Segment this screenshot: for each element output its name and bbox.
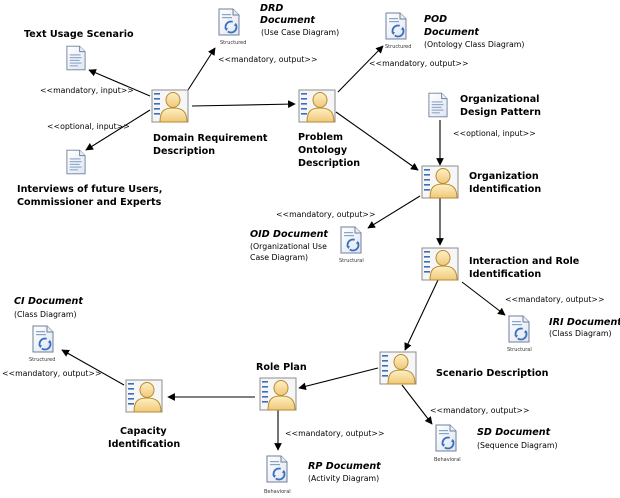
document-title: RP Document: [308, 461, 381, 472]
activity-scenario-description[interactable]: Scenario Description: [379, 351, 549, 385]
document-icon: [508, 315, 530, 343]
document-icon: [385, 12, 407, 40]
activity-label: Problem Ontology Description: [298, 132, 360, 169]
document-title: CI Document: [14, 296, 83, 307]
activity-role-plan[interactable]: Role Plan: [256, 362, 307, 411]
activity-capacity-identification[interactable]: Capacity Identification: [108, 379, 180, 450]
document-icon: [266, 455, 288, 483]
label-iri-output: <<mandatory, output>>: [505, 295, 605, 304]
document-title: OID Document: [250, 229, 328, 240]
document-title: POD Document: [424, 14, 479, 38]
document-drd[interactable]: Structured DRD Document (Use Case Diagra…: [218, 3, 339, 46]
activity-organization-identification[interactable]: Organization Identification: [421, 165, 542, 199]
edge-capacity-to-ci: [61, 349, 125, 386]
activity-icon: [259, 377, 297, 411]
document-subtitle: (Use Case Diagram): [261, 28, 339, 37]
document-interviews[interactable]: Interviews of future Users, Commissioner…: [17, 149, 166, 208]
flow-labels: <<mandatory, input>> <<optional, input>>…: [2, 55, 605, 438]
document-title: SD Document: [477, 427, 551, 438]
edge-domain-to-problem: [191, 100, 296, 108]
label-pattern-input: <<optional, input>>: [453, 129, 536, 138]
document-subtitle: (Ontology Class Diagram): [424, 40, 524, 49]
label-ci-output: <<mandatory, output>>: [2, 369, 102, 378]
document-ci[interactable]: CI Document (Class Diagram) Structured: [14, 296, 83, 363]
edge-domain-to-drd: [187, 47, 216, 91]
activity-label: Domain Requirement Description: [153, 133, 271, 157]
edge-problem-to-organization: [335, 111, 419, 171]
label-interviews-input: <<optional, input>>: [47, 122, 130, 131]
document-icon: [66, 149, 86, 175]
edge-domain-to-text-usage: [88, 69, 151, 97]
document-rp[interactable]: Behavioral RP Document (Activity Diagram…: [264, 455, 381, 495]
flow-edges: [61, 45, 506, 451]
edge-organization-to-oid: [367, 195, 421, 229]
document-subtitle: (Activity Diagram): [308, 474, 379, 483]
document-stereotype: Behavioral: [434, 457, 461, 463]
label-drd-output: <<mandatory, output>>: [218, 55, 318, 64]
document-oid[interactable]: Structural OID Document (Organizational …: [250, 226, 364, 264]
document-stereotype: Structural: [339, 258, 364, 264]
document-stereotype: Behavioral: [264, 489, 291, 495]
document-title: Organizational Design Pattern: [460, 94, 543, 118]
document-stereotype: Structured: [220, 40, 246, 46]
label-text-usage-input: <<mandatory, input>>: [40, 86, 134, 95]
document-stereotype: Structural: [507, 347, 532, 353]
label-sd-output: <<mandatory, output>>: [430, 406, 530, 415]
document-icon: [66, 45, 86, 71]
document-title: DRD Document: [260, 3, 315, 26]
document-icon: [218, 8, 240, 36]
document-subtitle: (Sequence Diagram): [477, 441, 558, 450]
document-title: Text Usage Scenario: [24, 29, 134, 40]
document-stereotype: Structured: [385, 44, 411, 50]
document-sd[interactable]: Behavioral SD Document (Sequence Diagram…: [434, 424, 558, 463]
document-subtitle: (Class Diagram): [14, 310, 77, 319]
activity-label: Scenario Description: [436, 368, 549, 379]
document-subtitle: (Organizational Use Case Diagram): [250, 242, 329, 262]
activity-label: Role Plan: [256, 362, 307, 373]
document-icon: [435, 424, 457, 452]
activity-interaction-role[interactable]: Interaction and Role Identification: [421, 247, 583, 281]
activity-label: Interaction and Role Identification: [469, 256, 583, 280]
activity-icon: [151, 89, 189, 123]
activity-label: Organization Identification: [469, 171, 542, 195]
edge-scenario-to-sd: [401, 384, 433, 425]
activity-domain-requirement[interactable]: Domain Requirement Description: [151, 89, 271, 157]
label-oid-output: <<mandatory, output>>: [276, 210, 376, 219]
document-title: Interviews of future Users, Commissioner…: [17, 184, 166, 208]
document-iri[interactable]: Structural IRI Document (Class Diagram): [507, 315, 620, 353]
activity-icon: [379, 351, 417, 385]
label-pod-output: <<mandatory, output>>: [369, 59, 469, 68]
document-text-usage[interactable]: Text Usage Scenario: [24, 29, 134, 71]
document-icon: [428, 92, 448, 118]
document-icon: [32, 325, 54, 353]
activity-icon: [298, 89, 336, 123]
activity-icon: [421, 165, 459, 199]
document-title: IRI Document: [549, 317, 620, 328]
edge-domain-to-interviews: [85, 109, 151, 151]
edge-problem-to-pod: [337, 45, 384, 93]
activity-label: Capacity Identification: [108, 426, 180, 450]
document-stereotype: Structured: [29, 357, 55, 363]
activity-icon: [421, 247, 459, 281]
edge-interaction-to-iri: [461, 281, 506, 316]
edge-scenario-to-roleplan: [298, 367, 379, 391]
activity-problem-ontology[interactable]: Problem Ontology Description: [298, 89, 360, 169]
label-rp-output: <<mandatory, output>>: [285, 429, 385, 438]
document-subtitle: (Class Diagram): [549, 329, 612, 338]
document-pod[interactable]: Structured POD Document (Ontology Class …: [385, 12, 524, 50]
activity-icon: [125, 379, 163, 413]
edge-interaction-to-scenario: [404, 279, 439, 351]
document-icon: [340, 226, 362, 254]
document-org-design-pattern[interactable]: Organizational Design Pattern: [428, 92, 543, 118]
